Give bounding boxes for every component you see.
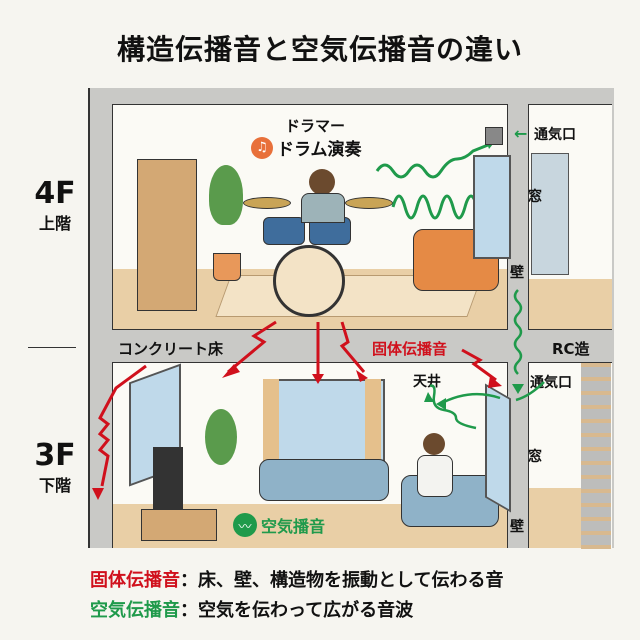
drummer-head <box>309 169 335 195</box>
floor-label-lower: 3F 下階 <box>20 440 90 496</box>
floor-number: 3F <box>34 438 76 473</box>
solid-sound-label: 固体伝播音 <box>372 340 448 358</box>
plant <box>209 165 243 225</box>
activity-label: ♫ ドラム演奏 <box>251 135 362 160</box>
legend-term: 空気伝播音 <box>90 600 180 621</box>
tom-drum <box>263 217 305 245</box>
window-label-upper: 窓 <box>528 189 542 205</box>
sound-wave-icon: 〰 <box>233 513 257 537</box>
plant-pot <box>213 253 241 281</box>
legend-air: 空気伝播音：空気を伝わって広がる音波 <box>90 596 413 622</box>
arrow-left-icon: ← <box>514 124 528 143</box>
legend-description: 床、壁、構造物を振動として伝わる音 <box>198 570 504 591</box>
stairs <box>581 363 611 549</box>
rc-structure-label: RC造 <box>552 340 590 358</box>
listener-body <box>417 455 453 497</box>
cymbal <box>243 197 291 209</box>
hallway-upper <box>528 104 612 330</box>
legend-separator: ： <box>180 600 198 621</box>
floor-sublabel: 上階 <box>38 214 71 233</box>
concrete-floor-label: コンクリート床 <box>118 340 224 358</box>
page-title: 構造伝播音と空気伝播音の違い <box>116 33 523 66</box>
hallway-lower <box>528 362 612 549</box>
door <box>531 153 569 275</box>
tv-stand <box>141 509 217 541</box>
floor-sublabel: 下階 <box>38 476 71 495</box>
drummer-body <box>301 193 345 223</box>
tv <box>153 447 183 509</box>
floor-divider <box>28 347 76 348</box>
window <box>473 155 511 259</box>
hall-floor <box>529 279 612 329</box>
air-sound-badge: 〰 空気播音 <box>233 513 325 537</box>
bookshelf <box>137 159 197 311</box>
listener-head <box>423 433 445 455</box>
upper-room: ドラマー ♫ ドラム演奏 <box>112 104 511 330</box>
sofa-blue <box>259 459 389 501</box>
legend-description: 空気を伝わって広がる音波 <box>198 600 414 621</box>
plant <box>205 409 237 465</box>
legend-term: 固体伝播音 <box>90 570 180 591</box>
air-sound-text: 空気播音 <box>261 517 326 536</box>
wall-label-upper: 壁 <box>510 265 524 281</box>
drummer-label: ドラマー <box>285 117 346 135</box>
wall-label-lower: 壁 <box>510 519 524 535</box>
window-label-lower: 窓 <box>528 449 542 465</box>
music-note-icon: ♫ <box>251 136 273 159</box>
vent <box>485 127 503 145</box>
cymbal <box>345 197 393 209</box>
legend-separator: ： <box>180 570 198 591</box>
legend-solid: 固体伝播音：床、壁、構造物を振動として伝わる音 <box>90 566 503 592</box>
vent-label-upper: 通気口 <box>534 127 576 143</box>
activity-text: ドラム演奏 <box>277 140 362 160</box>
bass-drum <box>273 245 345 317</box>
hall-floor <box>529 488 581 548</box>
lower-room: 〰 空気播音 天井 <box>112 362 511 548</box>
floor-label-upper: 4F 上階 <box>20 178 90 234</box>
floor-number: 4F <box>34 176 76 211</box>
